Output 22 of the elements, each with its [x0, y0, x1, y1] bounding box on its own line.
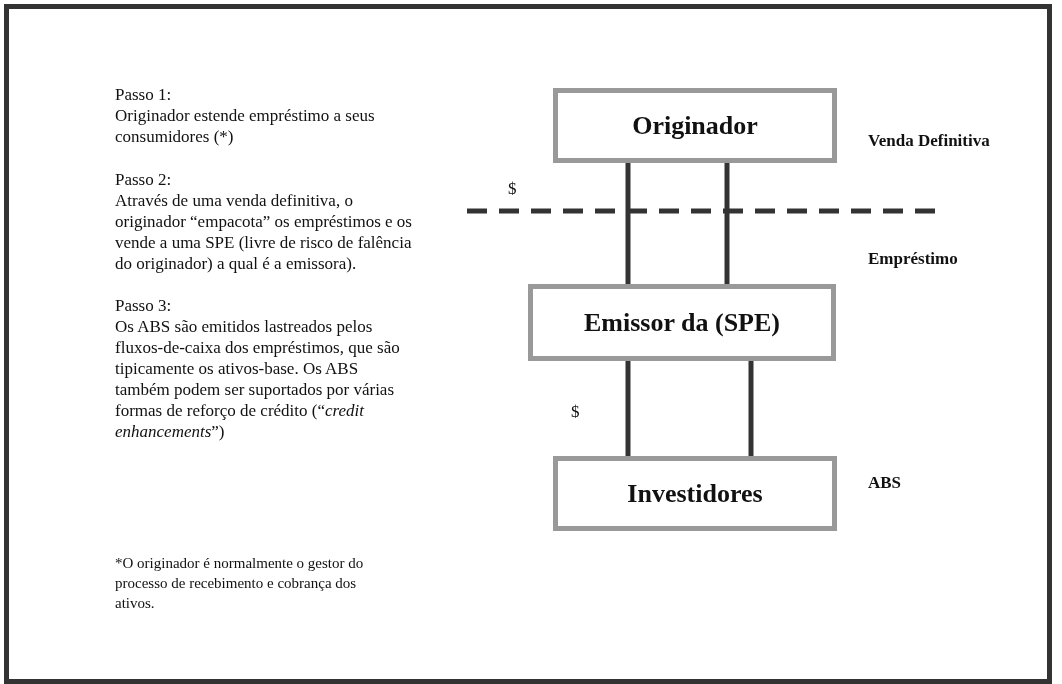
step-description: Originador estende empréstimo a seus consumidores (*)	[115, 105, 376, 147]
flow-label: Venda Definitiva	[868, 130, 991, 151]
entity-box	[553, 88, 837, 163]
footnote: *O originador é normalmente o gestor do processo de recebimento e cobrança dos ativos.	[115, 554, 365, 613]
step-description: Através de uma venda definitiva, o originador “empacota” os empréstimos e os vende a uma SPE (livre de risco de falência do originador) a qual é a emissora).	[115, 190, 413, 274]
step-description: Os ABS são emitidos lastreados pelos fluxos-de-caixa dos empréstimos, que são tipicamente os ativos-base. Os ABS também podem ser suportados por várias formas de reforço de crédito (“credit enhancements”)	[115, 316, 401, 442]
entity-box	[528, 284, 836, 361]
connector-line	[625, 163, 631, 284]
entity-name: Originador	[632, 110, 758, 141]
step-heading: Passo 1:	[115, 84, 173, 105]
step-heading: Passo 3:	[115, 295, 173, 316]
step-heading: Passo 2:	[115, 169, 173, 190]
connector-line	[748, 361, 754, 456]
flow-label: Empréstimo	[868, 248, 959, 269]
entity-box	[553, 456, 837, 531]
entity-name: Investidores	[627, 478, 763, 509]
connector-line	[625, 361, 631, 456]
currency-label: $	[571, 401, 581, 422]
flow-label: ABS	[868, 472, 903, 493]
currency-label: $	[508, 178, 518, 199]
entity-name: Emissor da (SPE)	[584, 307, 780, 338]
connector-line	[724, 163, 730, 284]
